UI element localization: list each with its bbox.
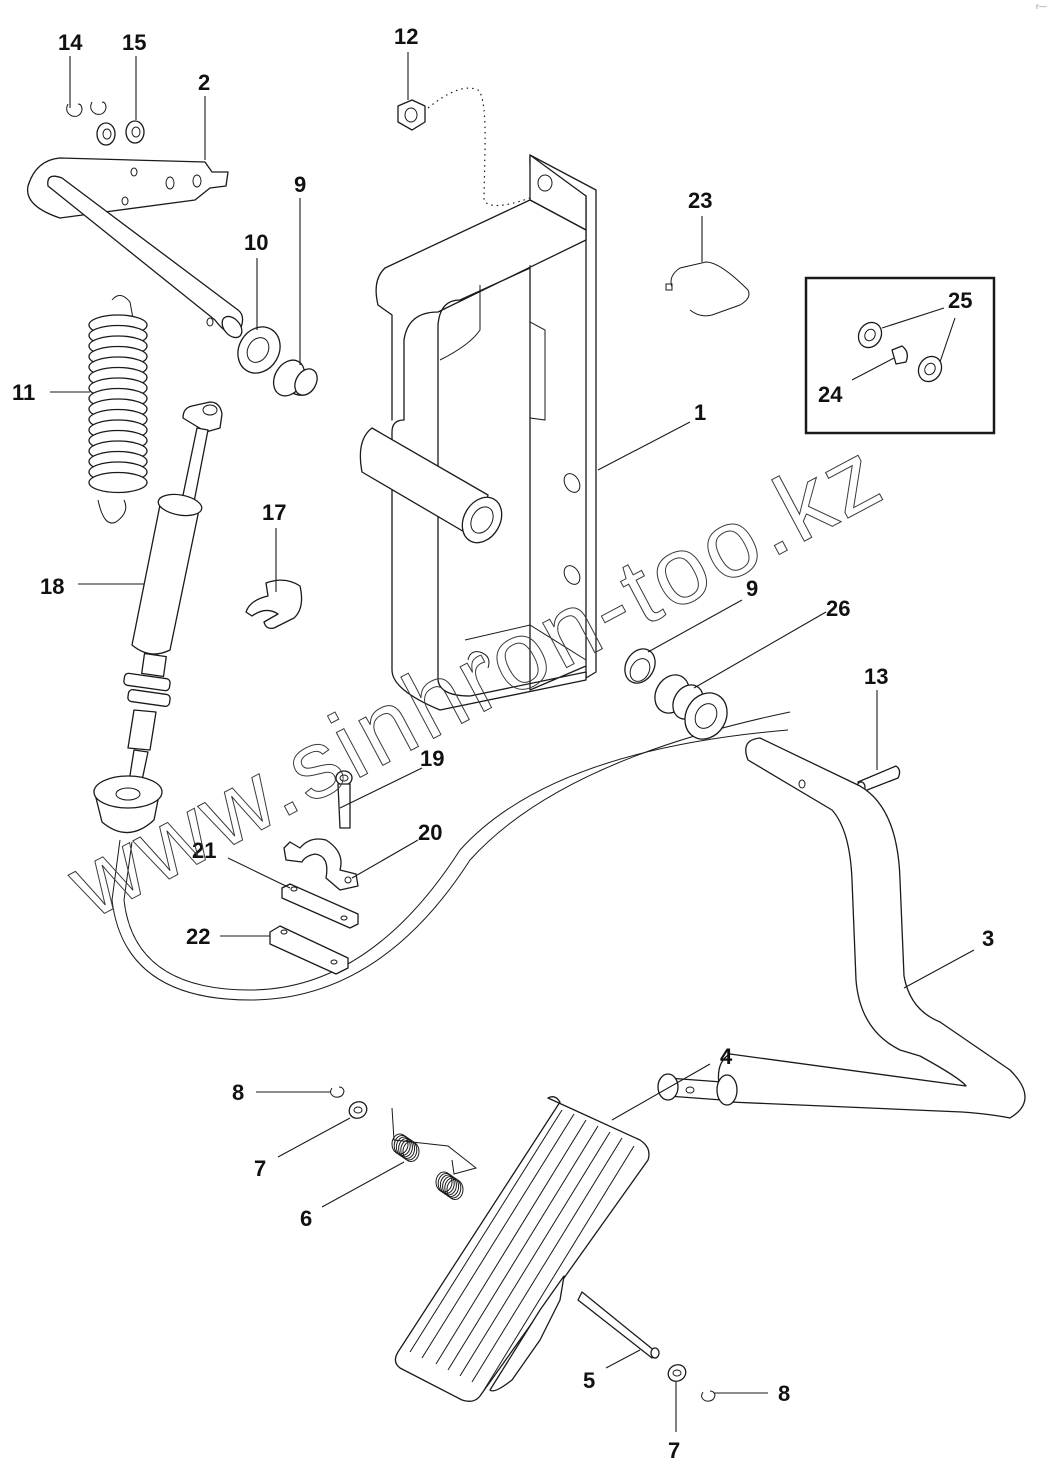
- torsion-spring-part: [391, 1107, 478, 1200]
- callout-12: 12: [394, 24, 418, 49]
- flanged-bushing-part-top: [272, 359, 318, 397]
- spring-hook-top: [111, 295, 137, 336]
- torsion-coil: [400, 1139, 418, 1161]
- callout-labels: 14 15 2 12 9 10 23 25 24 11 1 17 18 9 26…: [12, 24, 994, 1463]
- washer-small-part: [96, 120, 145, 146]
- callout-18: 18: [40, 574, 64, 599]
- bushing-stack-part: [624, 648, 728, 740]
- callout-15: 15: [122, 30, 146, 55]
- callout-2: 2: [198, 70, 210, 95]
- pedal-bracket-part: [359, 154, 597, 711]
- spring-hook-bottom: [97, 499, 127, 524]
- callout-5: 5: [583, 1368, 595, 1393]
- callout-8-upper: 8: [232, 1080, 244, 1105]
- callout-4: 4: [720, 1044, 733, 1069]
- torsion-coil: [398, 1138, 416, 1159]
- flange-nut-part: [397, 87, 531, 207]
- cable-clamp-part: [283, 838, 359, 891]
- e-clip-upper-part: [330, 1086, 345, 1098]
- callout-1: 1: [694, 400, 706, 425]
- callout-3: 3: [982, 926, 994, 951]
- leader-lines: [50, 52, 975, 1432]
- e-clip-lower-part: [701, 1390, 716, 1402]
- callout-22: 22: [186, 924, 210, 949]
- clamp-plate-part: [281, 883, 359, 929]
- spring-coil: [88, 471, 148, 494]
- spacer-washer-part: [237, 326, 281, 374]
- callout-11: 11: [12, 380, 35, 405]
- callout-10: 10: [244, 230, 268, 255]
- pedal-pad-part: [394, 1096, 650, 1402]
- cable-clip-part: [245, 579, 303, 630]
- inset-detail-box: [804, 276, 996, 435]
- callout-9-top: 9: [294, 172, 306, 197]
- callout-25: 25: [948, 288, 972, 313]
- torsion-coil: [444, 1177, 462, 1199]
- throttle-cable-part: [93, 401, 791, 1001]
- callout-26: 26: [826, 596, 850, 621]
- lever-arm-part: [26, 157, 244, 339]
- torsion-coil: [402, 1141, 420, 1162]
- backing-plate-part: [269, 925, 349, 975]
- torsion-coil: [442, 1176, 460, 1197]
- wire-retainer-part: [665, 261, 750, 317]
- washer-lower-part: [667, 1364, 687, 1382]
- return-spring-part: [88, 295, 148, 524]
- callout-24: 24: [818, 382, 843, 407]
- e-clip-small-part: [66, 101, 107, 117]
- callout-9-lower: 9: [746, 576, 758, 601]
- torsion-coil: [446, 1179, 464, 1200]
- callout-20: 20: [418, 820, 442, 845]
- corner-mark: r—: [1036, 2, 1047, 11]
- callout-8-lower: 8: [778, 1381, 790, 1406]
- callout-23: 23: [688, 188, 712, 213]
- callout-17: 17: [262, 500, 286, 525]
- pedal-shaft-part: [657, 737, 1026, 1119]
- washer-upper-part: [348, 1101, 368, 1119]
- callout-21: 21: [192, 838, 216, 863]
- callout-7-upper: 7: [254, 1156, 266, 1181]
- callout-19: 19: [420, 746, 444, 771]
- callout-6: 6: [300, 1206, 312, 1231]
- callout-14: 14: [58, 30, 83, 55]
- callout-7-lower: 7: [668, 1438, 680, 1463]
- cap-screw-part: [335, 770, 353, 829]
- pivot-pin-part: [577, 1291, 660, 1359]
- callout-13: 13: [864, 664, 888, 689]
